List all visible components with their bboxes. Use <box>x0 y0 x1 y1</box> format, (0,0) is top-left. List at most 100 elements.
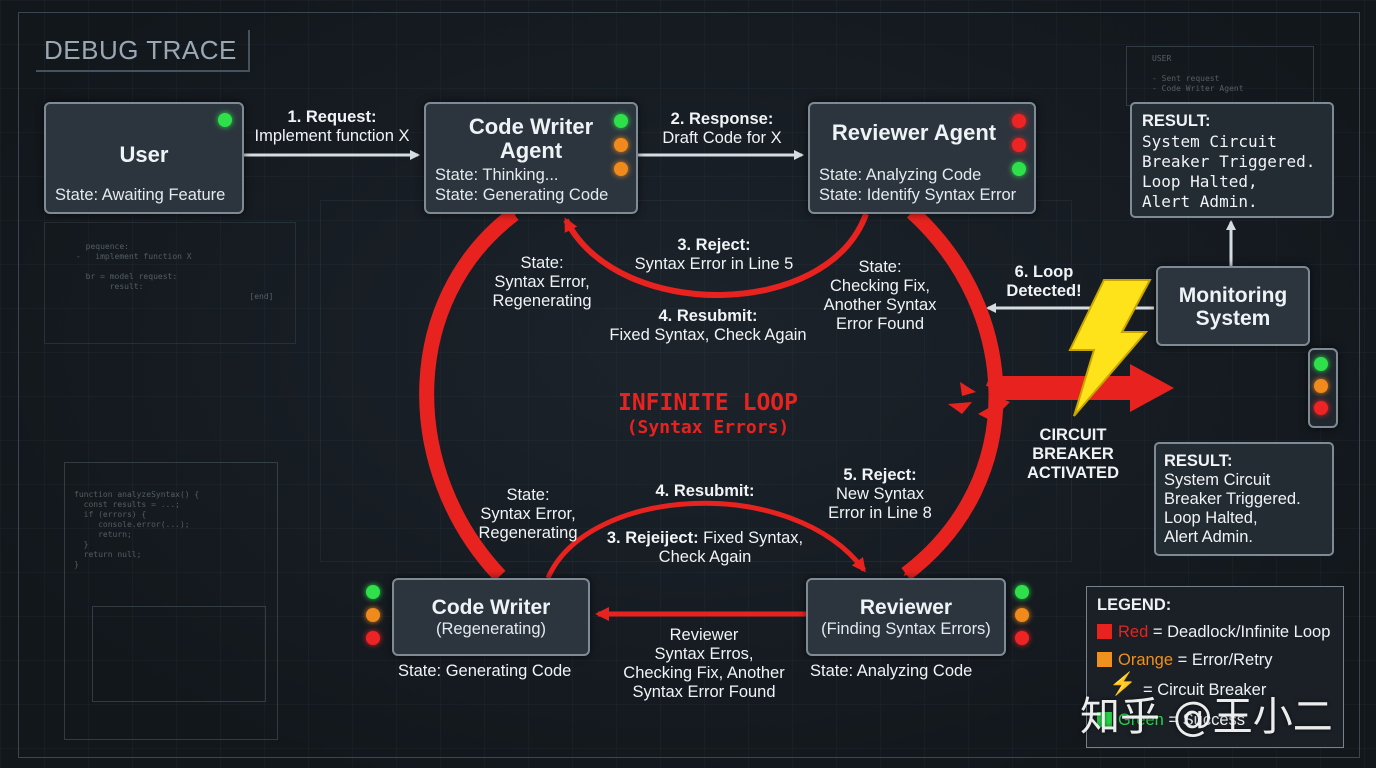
code-writer-regen-title: Code Writer <box>431 596 551 619</box>
status-light-green <box>1314 357 1328 371</box>
loop-detected-line-1: 6. Loop <box>1014 263 1074 281</box>
status-light-green <box>366 585 380 599</box>
response-label-title: 2. Response: <box>670 110 774 128</box>
result-bottom-line-1: System Circuit <box>1164 471 1271 489</box>
state-left-bottom-line: Regenerating <box>478 524 578 542</box>
status-light-green <box>614 114 628 128</box>
reject3-bottom-text1: Fixed Syntax, <box>703 529 804 547</box>
status-light-red <box>1314 401 1328 415</box>
status-light-orange <box>614 162 628 176</box>
result-top-line-3: Loop Halted, <box>1142 172 1258 191</box>
state-right-top-line: Checking Fix, <box>830 277 930 295</box>
code-writer-regen-state: State: Generating Code <box>398 662 572 680</box>
status-light-orange <box>1015 608 1029 622</box>
reject3-bottom-label: 3. Rejeiject: Fixed Syntax, Check Again <box>602 529 808 567</box>
code-writer-agent-state-2: State: Generating Code <box>435 186 609 204</box>
bottom-arrow-line: Syntax Erros, <box>654 645 754 663</box>
reject3-top-label: 3. Reject: Syntax Error in Line 5 <box>620 236 808 274</box>
legend-text: = Deadlock/Infinite Loop <box>1152 623 1331 641</box>
state-left-top-line: Syntax Error, <box>494 273 590 291</box>
legend-item-red: Red = Deadlock/Infinite Loop <box>1097 623 1330 642</box>
legend-key: Orange <box>1118 651 1174 669</box>
reviewer-agent-node[interactable]: Reviewer Agent State: Analyzing Code Sta… <box>808 102 1036 214</box>
traffic-light <box>1308 348 1338 428</box>
reject3-top-text: Syntax Error in Line 5 <box>634 255 794 273</box>
reviewer-finding-subtitle: (Finding Syntax Errors) <box>821 620 991 638</box>
watermark: 知乎 @王小二 <box>1080 694 1333 740</box>
legend-title: LEGEND: <box>1097 596 1172 614</box>
bg-code-panel-bottom <box>64 462 278 740</box>
monitoring-system-node[interactable]: Monitoring System <box>1156 266 1310 346</box>
legend-swatch-orange <box>1097 652 1112 667</box>
reject3-bottom-title: 3. Rejeiject: <box>606 529 699 547</box>
state-left-top-line: State: <box>520 254 564 272</box>
status-light-green <box>218 113 232 127</box>
resubmit-bottom-arc <box>545 500 866 580</box>
result-box-top: RESULT: System Circuit Breaker Triggered… <box>1130 102 1334 218</box>
status-light-orange <box>1314 379 1328 393</box>
response-label-text: Draft Code for X <box>662 129 782 147</box>
bg-code-panel-inner <box>92 606 266 702</box>
outer-frame <box>18 12 1360 758</box>
reject3-bottom-line-1: 3. Rejeiject: Fixed Syntax, <box>602 529 808 548</box>
status-light-green <box>1015 585 1029 599</box>
reviewer-agent-state-2: State: Identify Syntax Error <box>819 186 1017 204</box>
request-label: 1. Request: Implement function X <box>248 108 416 146</box>
infinite-loop-subtitle: (Syntax Errors) <box>626 417 790 438</box>
reviewer-agent-title: Reviewer Agent <box>831 120 997 145</box>
bottom-arrow-label: Reviewer Syntax Erros, Checking Fix, Ano… <box>612 626 796 702</box>
bottom-arrow-line: Checking Fix, Another <box>623 664 785 682</box>
status-light-red <box>1012 138 1026 152</box>
legend-bolt-icon: ⚡ <box>1109 671 1137 696</box>
resubmit4-top-title: 4. Resubmit: <box>658 307 758 325</box>
title-tab-border <box>36 30 250 72</box>
lightning-bolt-icon <box>1068 279 1152 417</box>
state-right-top-line: Another Syntax <box>823 296 937 314</box>
legend-key: Red <box>1118 623 1149 641</box>
result-top-line-4: Alert Admin. <box>1142 192 1258 211</box>
code-writer-agent-node[interactable]: Code Writer Agent State: Thinking... Sta… <box>424 102 638 214</box>
legend-item-green: Green = Success <box>1097 711 1245 730</box>
code-writer-regen-node[interactable]: Code Writer (Regenerating) <box>392 578 590 656</box>
user-node-state: State: Awaiting Feature <box>55 186 226 204</box>
code-writer-agent-state-1: State: Thinking... <box>435 166 559 184</box>
legend-item-orange: Orange = Error/Retry <box>1097 651 1273 670</box>
state-left-top: State: Syntax Error, Regenerating <box>484 254 600 311</box>
result-bottom-line-2: Breaker Triggered. <box>1164 490 1301 508</box>
monitoring-title-2: System <box>1195 307 1271 330</box>
result-top-line-2: Breaker Triggered. <box>1142 152 1316 171</box>
resubmit4-top-label: 4. Resubmit: Fixed Syntax, Check Again <box>604 307 812 345</box>
state-right-top-line: Error Found <box>835 315 925 333</box>
result-bottom-line-4: Alert Admin. <box>1164 528 1253 546</box>
circuit-breaker-line: BREAKER <box>1032 445 1114 463</box>
reject3-top-arc <box>563 212 869 298</box>
reject5-text1: New Syntax <box>835 485 925 503</box>
reviewer-finding-state: State: Analyzing Code <box>810 662 973 680</box>
state-right-top-line: State: <box>858 258 902 276</box>
bottom-arrow-line: Reviewer <box>669 626 739 644</box>
status-light-red <box>1012 114 1026 128</box>
status-light-orange <box>614 138 628 152</box>
user-node[interactable]: User State: Awaiting Feature <box>44 102 244 214</box>
right-big-arc <box>901 206 1004 580</box>
circuit-breaker-line: CIRCUIT <box>1039 426 1107 444</box>
result-top-line-1: System Circuit <box>1142 132 1277 151</box>
status-light-red <box>1015 631 1029 645</box>
result-bottom-title: RESULT: <box>1164 452 1233 470</box>
bg-code-text-bottom: function analyzeSyntax() { const results… <box>74 490 200 569</box>
resubmit4-top-text: Fixed Syntax, Check Again <box>609 326 807 344</box>
break-burst <box>948 370 1010 422</box>
legend-text: = Circuit Breaker <box>1143 681 1267 699</box>
reviewer-finding-title: Reviewer <box>859 596 953 619</box>
legend-item-circuit-breaker: ⚡ = Circuit Breaker <box>1109 671 1267 700</box>
legend-swatch-red <box>1097 624 1112 639</box>
reviewer-finding-node[interactable]: Reviewer (Finding Syntax Errors) <box>806 578 1006 656</box>
bg-code-text-user: USER - Sent request - Code Writer Agent <box>1152 54 1244 93</box>
resubmit4-bottom-label: 4. Resubmit: <box>655 482 755 500</box>
loop-detected-label: 6. Loop Detected! <box>998 263 1090 301</box>
reject5-label: 5. Reject: New Syntax Error in Line 8 <box>818 466 942 523</box>
reject3-top-title: 3. Reject: <box>677 236 751 254</box>
reviewer-agent-state-1: State: Analyzing Code <box>819 166 982 184</box>
